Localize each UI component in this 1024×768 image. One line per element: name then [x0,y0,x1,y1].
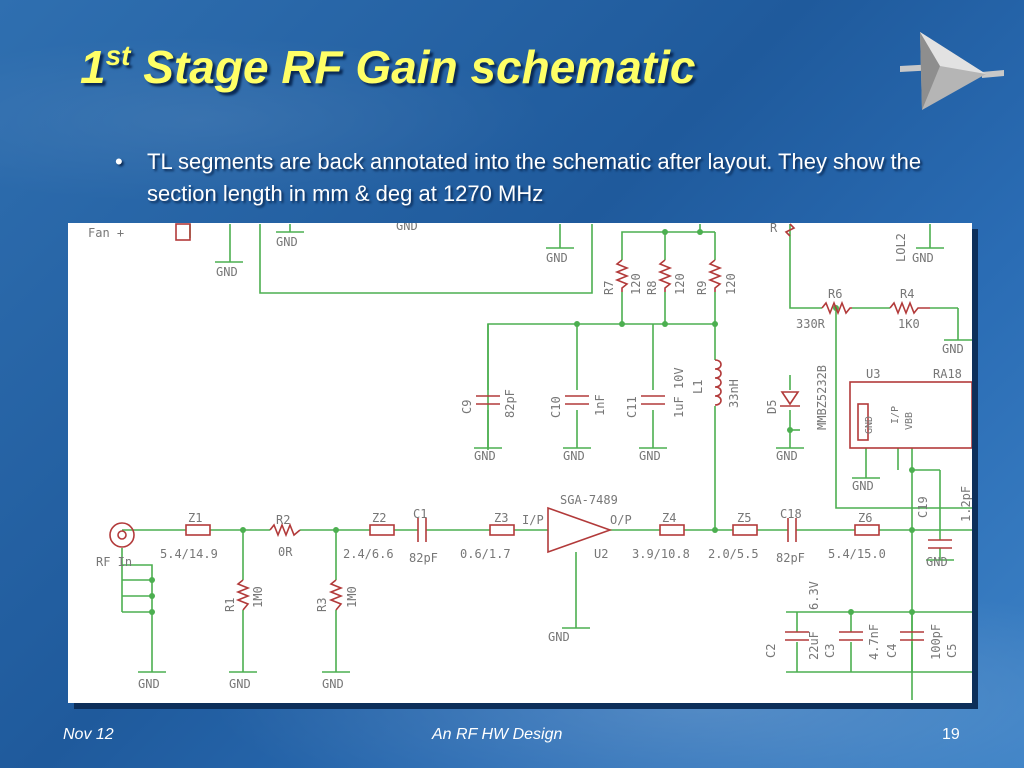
label-c2: C2 [764,644,778,658]
label-r6-val: 330R [796,317,826,331]
label-z2: Z2 [372,511,386,525]
label-r8: R8 [645,281,659,295]
label-u3: U3 [866,367,880,381]
label-z3: Z3 [494,511,508,525]
label-r6: R6 [828,287,842,301]
label-l1: L1 [691,380,705,394]
label-z4: Z4 [662,511,676,525]
label-gnd-9: GND [639,449,661,463]
label-gnd-6: GND [942,342,964,356]
label-z2-val: 2.4/6.6 [343,547,394,561]
label-c3-val: 4.7nF [867,624,881,660]
schematic-labels: Fan + GND GND GND GND GND GND GND GND GN… [88,223,972,691]
label-c18-val: 82pF [776,551,805,565]
label-u2: U2 [594,547,608,561]
footer-title: An RF HW Design [432,726,563,743]
label-c9-val: 82pF [503,389,517,418]
label-c11-val: 1uF 10V [672,367,686,418]
schematic-diagram: Fan + GND GND GND GND GND GND GND GND GN… [88,223,972,700]
label-gnd-15: GND [229,677,251,691]
slide-title: 1st Stage RF Gain schematic [80,40,696,93]
label-gnd-11: GND [852,479,874,493]
schematic-wires [121,224,972,700]
label-c19: C19 [916,496,930,518]
label-c10: C10 [549,396,563,418]
label-d5: D5 [765,400,779,414]
bullet-text: TL segments are back annotated into the … [147,149,922,206]
label-gnd-5: GND [912,251,934,265]
label-gnd-8: GND [563,449,585,463]
label-gnd-16: GND [322,677,344,691]
label-r4: R4 [900,287,914,301]
label-z6: Z6 [858,511,872,525]
label-c3: C3 [823,644,837,658]
label-c2-val: 22uF [807,631,821,660]
footer-date: Nov 12 [63,726,114,743]
label-r9-val: 120 [724,273,738,295]
label-z1: Z1 [188,511,202,525]
label-r2-val: 0R [278,545,293,559]
label-z4-val: 3.9/10.8 [632,547,690,561]
label-gnd-4: GND [546,251,568,265]
label-fan: Fan + [88,226,124,240]
label-d5-val: MMBZ5232B [815,365,829,430]
label-u3-vbb: VBB [904,412,915,430]
label-c5: C5 [945,644,959,658]
junction-dots [149,229,915,615]
label-z3-val: 0.6/1.7 [460,547,511,561]
title-text: Stage RF Gain schematic [130,41,696,93]
label-z1-val: 5.4/14.9 [160,547,218,561]
label-c10-val: 1nF [593,394,607,416]
label-z5-val: 2.0/5.5 [708,547,759,561]
label-op: O/P [610,513,632,527]
label-r3: R3 [315,598,329,612]
label-c19-val: 1.2pF [959,486,972,522]
label-c9: C9 [460,400,474,414]
label-r7-val: 120 [629,273,643,295]
label-lol: LOL2 [894,233,908,262]
label-r9: R9 [695,281,709,295]
label-r7: R7 [602,281,616,295]
label-z6-val: 5.4/15.0 [828,547,886,561]
label-c1-val: 82pF [409,551,438,565]
label-sga: SGA-7489 [560,493,618,507]
label-gnd-13: GND [548,630,570,644]
label-c2-v: 6.3V [807,581,821,610]
label-c4-val: 100pF [929,624,943,660]
label-rf-in: RF In [96,555,132,569]
bullet-symbol: • [115,149,123,174]
label-gnd-1: GND [216,265,238,279]
label-l1-val: 33nH [727,379,741,408]
label-ip: I/P [522,513,544,527]
label-gnd-3: GND [396,223,418,233]
label-gnd-7: GND [474,449,496,463]
label-gnd-12: GND [926,555,948,569]
label-r1: R1 [223,598,237,612]
pyramid-logo-icon [900,32,1004,110]
label-z5: Z5 [737,511,751,525]
label-c4: C4 [885,644,899,658]
label-gnd-14: GND [138,677,160,691]
label-r3-val: 1M0 [345,586,359,608]
schematic-components [109,223,972,641]
label-u3-gnd: GND [864,416,875,434]
label-c18: C18 [780,507,802,521]
label-gnd-2: GND [276,235,298,249]
label-u3-ip: I/P [890,406,901,424]
label-ra: RA18 [933,367,962,381]
schematic-panel: Fan + GND GND GND GND GND GND GND GND GN… [68,223,972,703]
label-r-top: R [770,223,778,235]
label-gnd-10: GND [776,449,798,463]
title-superscript: st [105,40,131,71]
label-r8-val: 120 [673,273,687,295]
label-r1-val: 1M0 [251,586,265,608]
label-c11: C11 [625,396,639,418]
ground-symbols [138,231,972,673]
label-r2: R2 [276,513,290,527]
label-c1: C1 [413,507,427,521]
footer-page-number: 19 [942,726,960,743]
label-r4-val: 1K0 [898,317,920,331]
